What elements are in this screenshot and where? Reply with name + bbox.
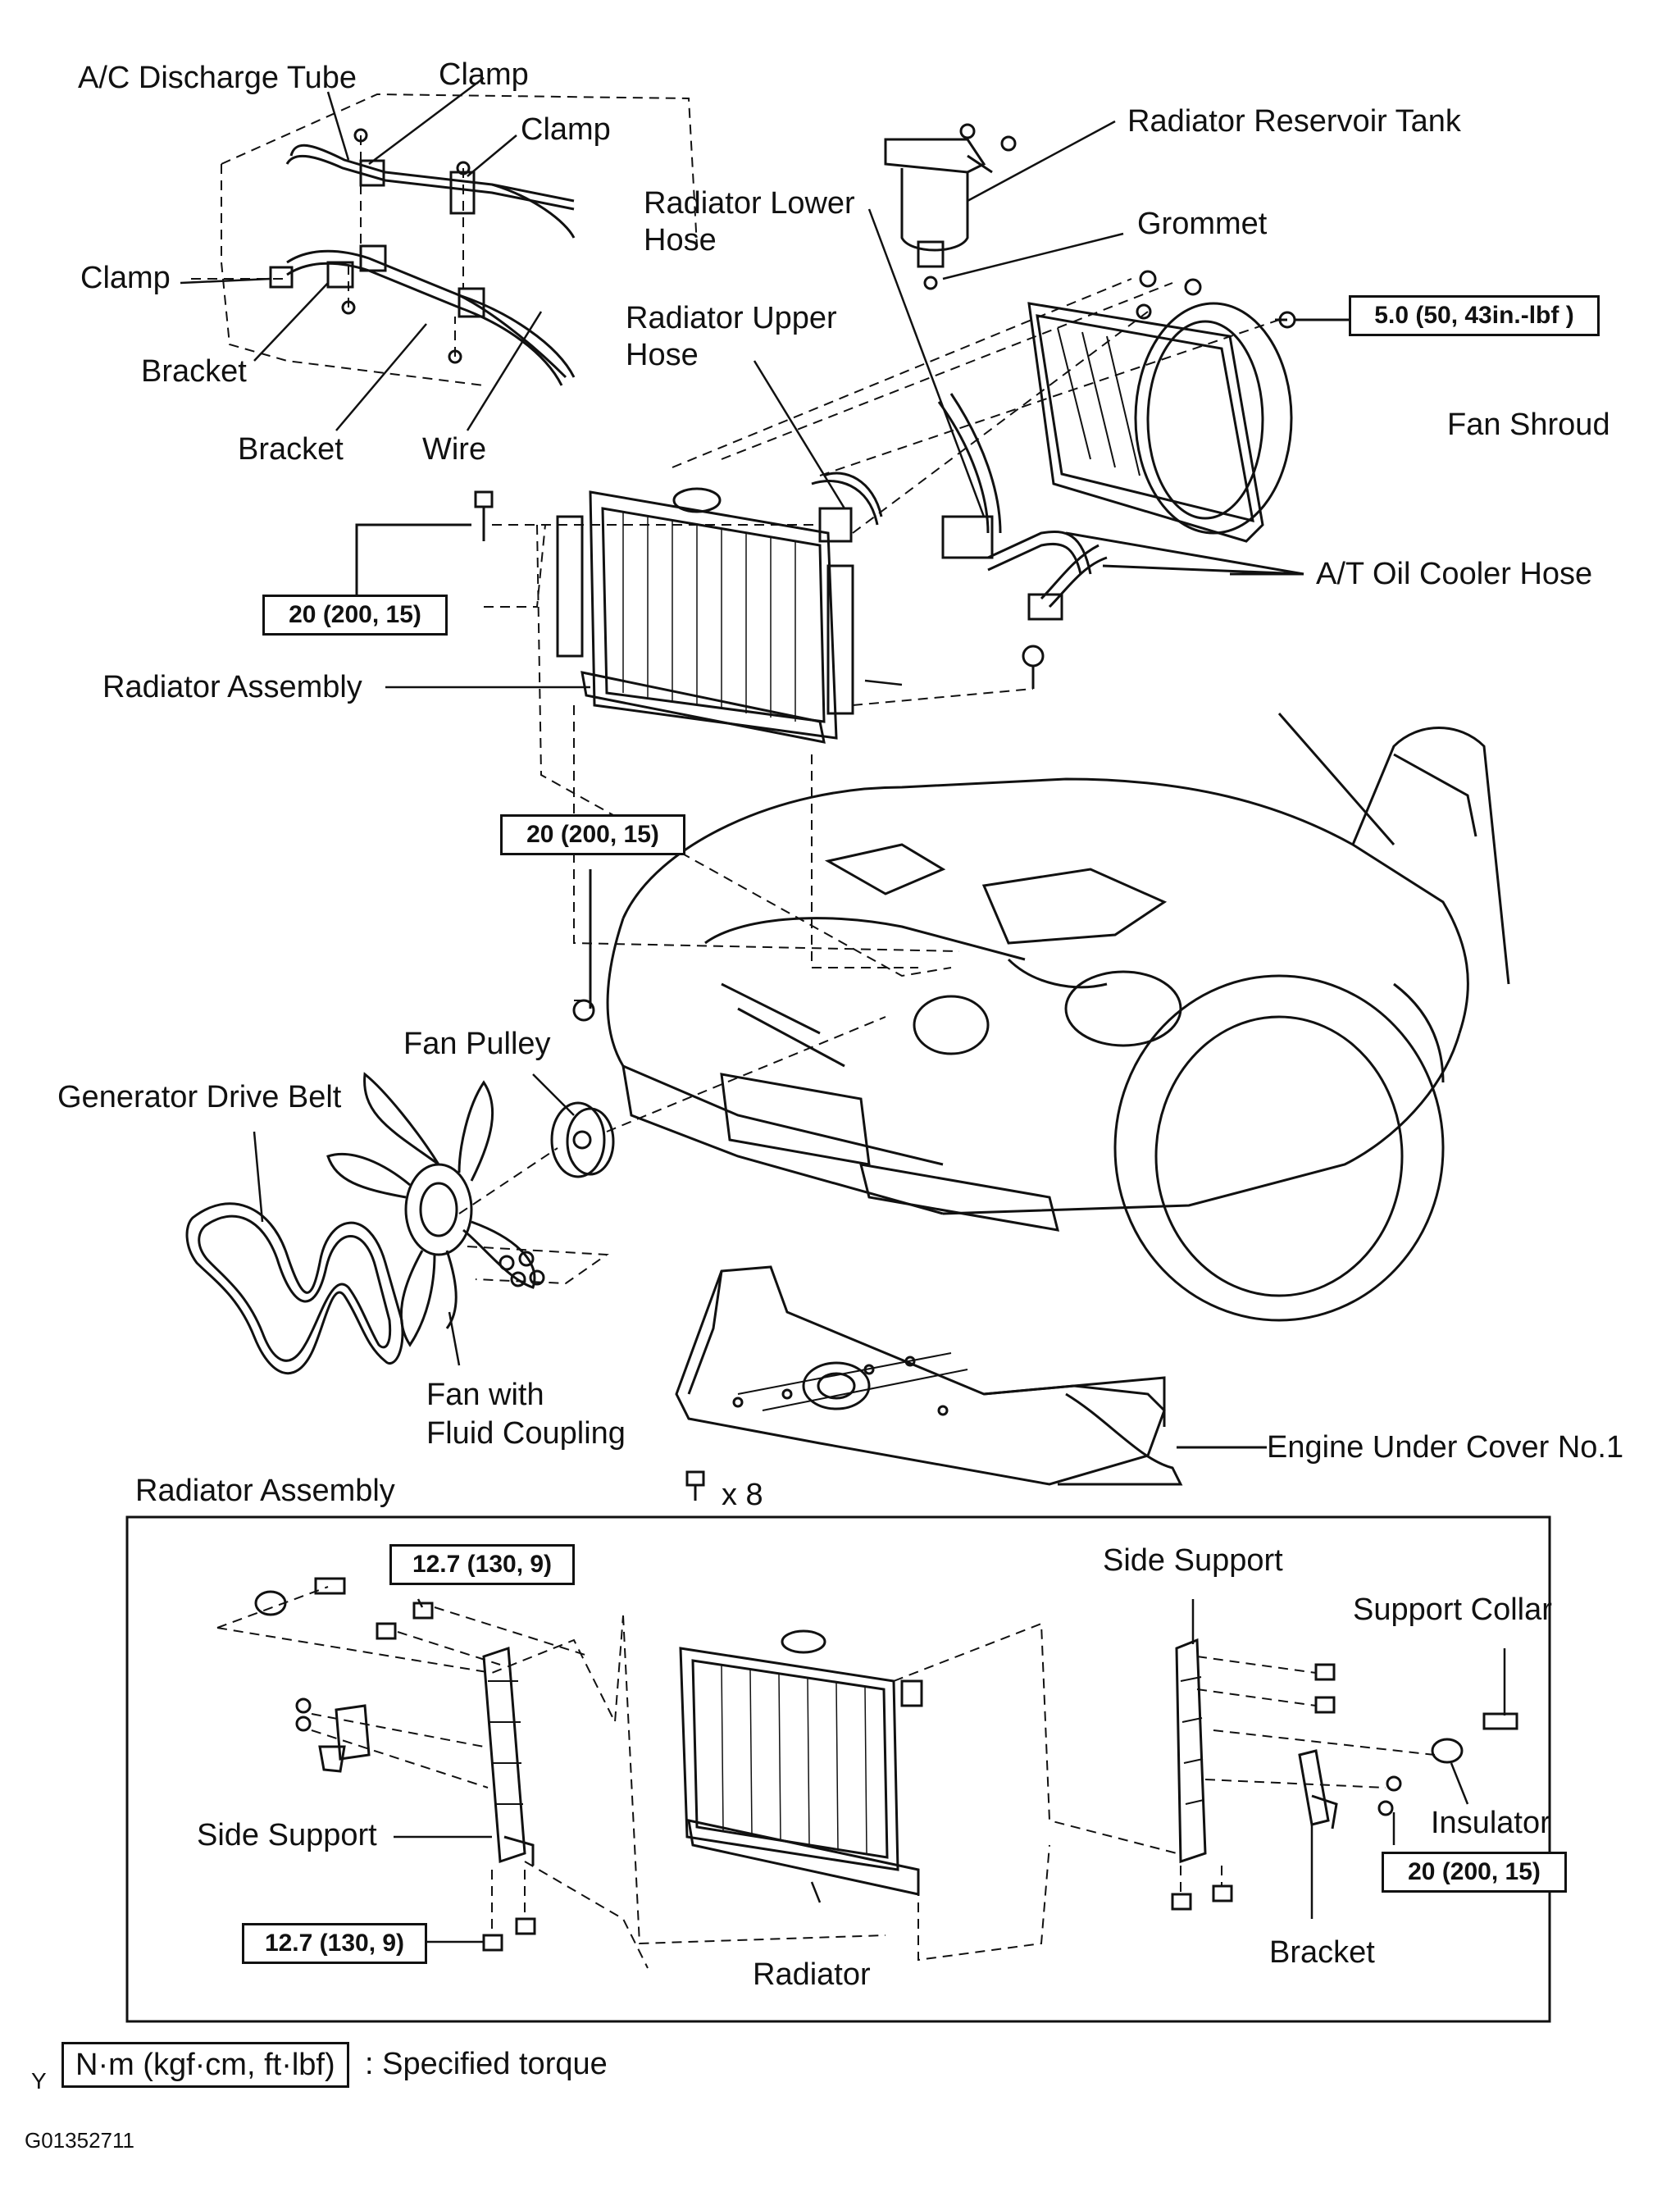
ac-discharge-tube-group — [269, 128, 576, 386]
torque-radiator-lower: 20 (200, 15) — [500, 814, 685, 855]
inset-label-insulator: Insulator — [1431, 1806, 1550, 1840]
inset-label-bracket: Bracket — [1269, 1935, 1375, 1970]
radiator-assembly — [556, 472, 884, 744]
label-clamp-right: Clamp — [521, 112, 611, 147]
inset-title: Radiator Assembly — [135, 1474, 395, 1508]
label-fan-pulley: Fan Pulley — [403, 1027, 551, 1061]
engine-under-cover — [675, 1265, 1183, 1501]
radiator-guides — [484, 278, 1280, 1001]
leader-lines — [180, 77, 1124, 1366]
hoses — [937, 393, 1108, 689]
label-bracket-1: Bracket — [141, 354, 247, 389]
figure-id: G01352711 — [25, 2128, 134, 2153]
torque-side-support-top: 12.7 (130, 9) — [389, 1544, 575, 1585]
inset-bracket-right — [1298, 1749, 1338, 1830]
inset-label-support-collar: Support Collar — [1353, 1593, 1552, 1627]
label-generator-drive-belt: Generator Drive Belt — [57, 1080, 342, 1114]
label-at-oil-cooler-hose: A/T Oil Cooler Hose — [1316, 557, 1593, 591]
torque-radiator-bolt: 20 (200, 15) — [262, 595, 448, 636]
label-radiator-upper-hose-1: Radiator Upper — [626, 301, 837, 335]
label-bolt-count: x 8 — [722, 1478, 763, 1512]
legend-description: : Specified torque — [365, 2047, 608, 2081]
fan-shroud — [1027, 270, 1296, 543]
label-grommet: Grommet — [1137, 207, 1268, 241]
radiator-reservoir-tank — [884, 123, 1017, 290]
label-engine-under-cover: Engine Under Cover No.1 — [1267, 1430, 1624, 1465]
fan-pulley — [550, 1101, 615, 1178]
inset-side-support-left — [482, 1646, 535, 1866]
torque-fan-shroud: 5.0 (50, 43in.-lbf ) — [1349, 295, 1600, 336]
inset-frame — [125, 1515, 1551, 2023]
label-fan-with-2: Fluid Coupling — [426, 1416, 626, 1451]
label-fan-with-1: Fan with — [426, 1378, 544, 1412]
legend-torque-box: N·m (kgf·cm, ft·lbf) — [61, 2042, 349, 2088]
label-radiator-lower-hose-2: Hose — [644, 223, 717, 257]
torque-side-support-bottom: 12.7 (130, 9) — [242, 1923, 427, 1964]
inset-guides — [216, 1586, 1436, 1969]
fan-guides — [458, 1016, 886, 1285]
vehicle-body — [606, 713, 1510, 1322]
label-radiator-assembly: Radiator Assembly — [102, 670, 362, 704]
label-bracket-2: Bracket — [238, 432, 344, 467]
radiator-bolt — [474, 490, 494, 541]
label-clamp-top: Clamp — [439, 57, 529, 92]
inset-leader-lines — [394, 1598, 1506, 1943]
label-radiator-reservoir-tank: Radiator Reservoir Tank — [1127, 104, 1461, 139]
label-fan-shroud: Fan Shroud — [1447, 408, 1610, 442]
torque-bracket-nut: 20 (200, 15) — [1382, 1852, 1567, 1893]
label-radiator-lower-hose-1: Radiator Lower — [644, 186, 855, 221]
label-ac-discharge-tube: A/C Discharge Tube — [78, 61, 357, 95]
inset-side-support-right — [1175, 1638, 1207, 1864]
fan-nuts — [499, 1251, 545, 1287]
inset-label-side-support-right: Side Support — [1103, 1543, 1283, 1578]
inset-label-side-support-left: Side Support — [197, 1818, 377, 1852]
legend-marker: Y — [31, 2068, 47, 2094]
inset-bracket-left — [318, 1704, 371, 1773]
label-clamp-left: Clamp — [80, 261, 171, 295]
generator-drive-belt — [185, 1202, 404, 1375]
label-radiator-upper-hose-2: Hose — [626, 338, 699, 372]
label-wire: Wire — [422, 432, 487, 467]
inset-label-radiator: Radiator — [753, 1957, 871, 1992]
inset-radiator — [679, 1629, 923, 1896]
upper-left-guides — [189, 93, 698, 386]
